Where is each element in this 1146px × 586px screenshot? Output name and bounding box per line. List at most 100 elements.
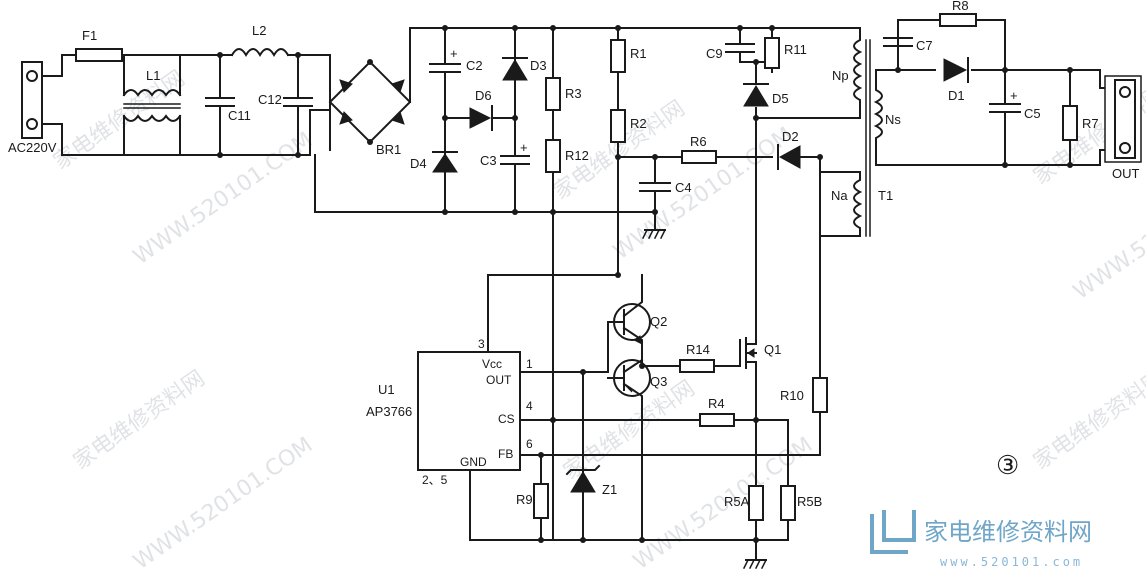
label-d3: D3 (530, 58, 547, 73)
label-ns: Ns (885, 112, 901, 127)
pin-number-vcc: 3 (478, 337, 485, 351)
plus-c3: + (520, 140, 528, 155)
watermark-url-5: WWW.520101.COM (1069, 163, 1146, 305)
resistor-r4 (699, 413, 735, 427)
logo-text: 家电维修资料网 (924, 518, 1092, 546)
label-c2: C2 (466, 58, 483, 73)
label-c3: C3 (480, 153, 497, 168)
label-c4: C4 (675, 180, 692, 195)
label-q1: Q1 (764, 342, 781, 357)
diode-d3 (502, 59, 528, 81)
watermark-site-1: 家电维修资料网 (49, 66, 190, 175)
resistor-r10 (812, 377, 828, 413)
label-z1: Z1 (602, 482, 617, 497)
label-r12: R12 (565, 148, 589, 163)
label-u1-ref: U1 (378, 382, 395, 397)
diode-d5 (743, 85, 769, 107)
pin-number-fb: 6 (526, 437, 533, 451)
label-r7: R7 (1082, 116, 1099, 131)
ground-symbol-1 (641, 228, 667, 240)
pin-name-out: OUT (486, 373, 512, 387)
pin-number-gnd: 2、5 (422, 473, 448, 487)
transistor-q3 (607, 321, 651, 541)
watermark-layer: 家电维修资料网 家电维修资料网 家电维修资料网 家电维修资料网 家电维修资料网 … (49, 66, 1146, 575)
resistor-r12 (545, 139, 561, 173)
label-q2: Q2 (650, 314, 667, 329)
input-terminal (21, 61, 43, 139)
resistor-r5b (780, 485, 796, 521)
watermark-url-3: WWW.520101.COM (129, 433, 317, 575)
watermark-site-3: 家电维修资料网 (69, 366, 210, 475)
diode-d4 (432, 153, 458, 173)
resistor-r5a (748, 485, 764, 521)
label-l1: L1 (146, 68, 160, 83)
resistor-r6 (681, 150, 717, 164)
resistor-r2 (610, 109, 626, 143)
label-r9: R9 (516, 492, 533, 507)
label-d1: D1 (948, 88, 965, 103)
label-r1: R1 (630, 46, 647, 61)
pin-name-vcc: Vcc (482, 357, 502, 371)
pin-number-out: 1 (526, 357, 533, 371)
label-c7: C7 (916, 38, 933, 53)
label-l2: L2 (252, 23, 266, 38)
pin-name-gnd: GND (460, 455, 487, 469)
label-br1: BR1 (376, 142, 401, 157)
label-c5: C5 (1024, 106, 1041, 121)
mosfet-q1 (739, 337, 757, 421)
label-d2: D2 (782, 129, 799, 144)
label-u1-part: AP3766 (366, 404, 412, 419)
label-c11: C11 (228, 108, 251, 123)
label-r3: R3 (565, 86, 582, 101)
pin-name-fb: FB (498, 447, 513, 461)
fuse-f1 (75, 48, 123, 62)
label-np: Np (832, 68, 849, 83)
diode-d6 (469, 107, 492, 129)
label-r11: R11 (784, 42, 807, 57)
plus-c2: + (450, 46, 458, 61)
label-r2: R2 (630, 116, 647, 131)
label-na: Na (831, 188, 848, 203)
label-c9: C9 (706, 46, 723, 61)
resistor-r11 (764, 37, 780, 69)
bridge-br1 (309, 54, 412, 156)
watermark-site-5: 家电维修资料网 (1029, 366, 1146, 475)
label-d6: D6 (475, 88, 492, 103)
watermark-url-1: WWW.520101.COM (129, 128, 317, 270)
label-r5b: R5B (797, 494, 822, 509)
label-q3: Q3 (650, 374, 667, 389)
resistor-r1 (610, 39, 626, 73)
pin-name-cs: CS (498, 412, 515, 426)
transformer-t1 (819, 27, 883, 237)
label-out: OUT (1112, 166, 1140, 181)
label-r8: R8 (952, 0, 969, 13)
label-r14: R14 (686, 342, 710, 357)
resistor-r14 (679, 359, 715, 373)
zener-z1 (570, 471, 596, 493)
pin-number-cs: 4 (526, 399, 533, 413)
ic-u1 (417, 351, 521, 471)
label-r10: R10 (780, 388, 804, 403)
resistor-r7 (1062, 105, 1078, 141)
inductor-l1 (122, 54, 182, 156)
figure-number: ③ (996, 451, 1019, 481)
plus-c5: + (1010, 88, 1018, 103)
transistor-q2 (607, 274, 651, 367)
resistor-r3 (545, 77, 561, 111)
resistor-r9 (533, 483, 549, 519)
ground-symbol-2 (742, 558, 768, 570)
logo-watermark: 家电维修资料网 www.520101.com (870, 510, 1092, 569)
label-d4: D4 (410, 156, 427, 171)
label-d5: D5 (772, 91, 789, 106)
resistor-r8 (939, 13, 977, 27)
label-r6: R6 (690, 134, 707, 149)
label-ac220v: AC220V (8, 140, 57, 155)
label-t1: T1 (878, 188, 893, 203)
inductor-l2 (230, 48, 290, 57)
label-r4: R4 (708, 396, 725, 411)
label-c12: C12 (258, 92, 282, 107)
logo-url: www.520101.com (940, 555, 1083, 569)
diode-d1 (943, 58, 968, 82)
output-terminal (1104, 75, 1142, 163)
